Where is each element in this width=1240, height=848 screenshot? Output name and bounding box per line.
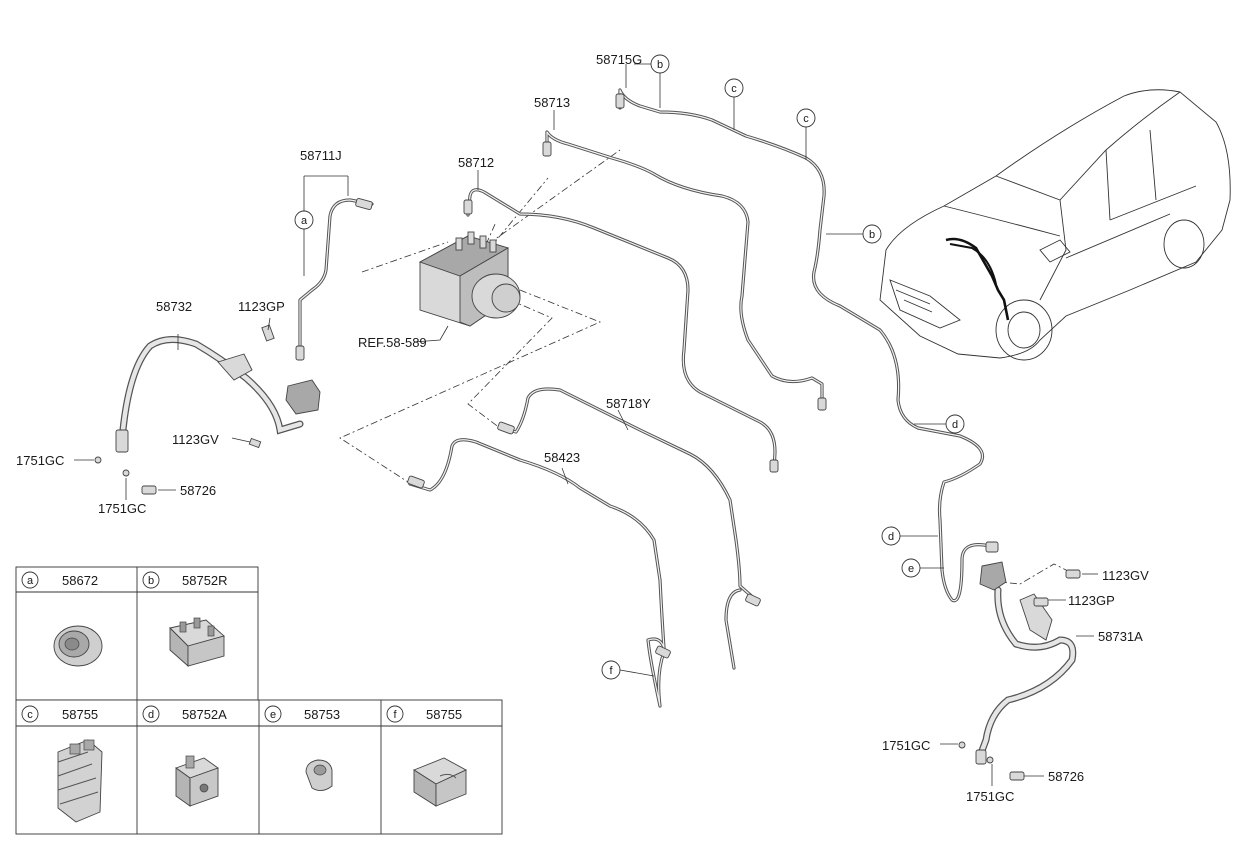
label-1123GP-left: 1123GP	[238, 299, 285, 314]
callout-a-letter: a	[301, 215, 308, 227]
pipe-clip-d-icon	[175, 755, 219, 807]
leader-lines	[74, 63, 1098, 786]
label-58726-right: 58726	[1048, 769, 1084, 784]
legend-cell-b: b 58752R	[142, 571, 228, 668]
legend-b-letter: b	[148, 575, 154, 587]
left-hose-assembly	[94, 324, 321, 495]
label-58423: 58423	[544, 450, 580, 465]
callout-f-letter: f	[609, 665, 613, 677]
right-hose-assembly	[958, 561, 1081, 781]
legend-b-part: 58752R	[182, 573, 228, 588]
pipe-clip-b-icon	[169, 617, 225, 668]
legend-cell-f: f 58755	[386, 705, 467, 807]
legend-d-part: 58752A	[182, 707, 227, 722]
legend-a-part: 58672	[62, 573, 98, 588]
label-58731A: 58731A	[1098, 629, 1143, 644]
label-1123GP-right: 1123GP	[1068, 593, 1115, 608]
legend-d-letter: d	[148, 709, 154, 721]
callout-d-2-letter: d	[888, 531, 894, 543]
legend-cell-c: c 58755	[21, 705, 103, 823]
callout-f: f	[601, 660, 621, 680]
label-1123GV-left: 1123GV	[172, 432, 219, 447]
callout-d-1-letter: d	[952, 419, 958, 431]
pipe-fittings	[295, 93, 999, 659]
callout-c-2: c	[796, 108, 816, 128]
legend-c-part: 58755	[62, 707, 98, 722]
part-labels: 58715G 58713 58712 58711J 58732 1123GP R…	[16, 52, 1149, 804]
callout-e: e	[901, 558, 921, 578]
callout-c-1: c	[724, 78, 744, 98]
legend-cell-e: e 58753	[264, 705, 340, 791]
label-58715G: 58715G	[596, 52, 642, 67]
label-58712: 58712	[458, 155, 494, 170]
callout-b-top: b	[650, 54, 670, 74]
label-58726-left: 58726	[180, 483, 216, 498]
label-1751GC-right-a: 1751GC	[882, 738, 930, 753]
callout-b-right-letter: b	[869, 229, 875, 241]
callout-a: a	[294, 210, 314, 230]
legend-f-part: 58755	[426, 707, 462, 722]
label-1751GC-left-a: 1751GC	[16, 453, 64, 468]
legend-cell-a: a 58672	[21, 571, 103, 667]
label-58732: 58732	[156, 299, 192, 314]
label-58718Y: 58718Y	[606, 396, 651, 411]
label-ref-58-589: REF.58-589	[358, 335, 427, 350]
legend-e-letter: e	[270, 709, 276, 721]
vehicle-illustration	[879, 89, 1231, 361]
legend-f-letter: f	[393, 709, 397, 721]
label-1751GC-right-b: 1751GC	[966, 789, 1014, 804]
callout-c-2-letter: c	[803, 113, 809, 125]
callout-b-right: b	[862, 224, 882, 244]
label-58713: 58713	[534, 95, 570, 110]
callout-d-1: d	[945, 414, 965, 434]
pipe-clip-e-icon	[305, 759, 333, 791]
label-1123GV-right: 1123GV	[1102, 568, 1149, 583]
legend-cell-d: d 58752A	[142, 705, 227, 807]
grommet-icon	[53, 625, 103, 667]
pipe-clip-f-icon	[413, 757, 467, 807]
label-1751GC-left-b: 1751GC	[98, 501, 146, 516]
label-58711J: 58711J	[300, 148, 342, 163]
callout-b-top-letter: b	[657, 59, 663, 71]
callout-e-letter: e	[908, 563, 914, 575]
hydraulic-unit	[418, 231, 521, 327]
callout-c-1-letter: c	[731, 83, 737, 95]
callout-d-2: d	[881, 526, 901, 546]
pipe-clip-c-icon	[57, 739, 103, 823]
legend-a-letter: a	[27, 575, 34, 587]
legend-e-part: 58753	[304, 707, 340, 722]
legend-c-letter: c	[27, 709, 33, 721]
connection-lines	[339, 149, 1071, 585]
brake-pipes	[298, 88, 992, 708]
legend-table: a 58672 b 58752R c	[15, 566, 503, 835]
